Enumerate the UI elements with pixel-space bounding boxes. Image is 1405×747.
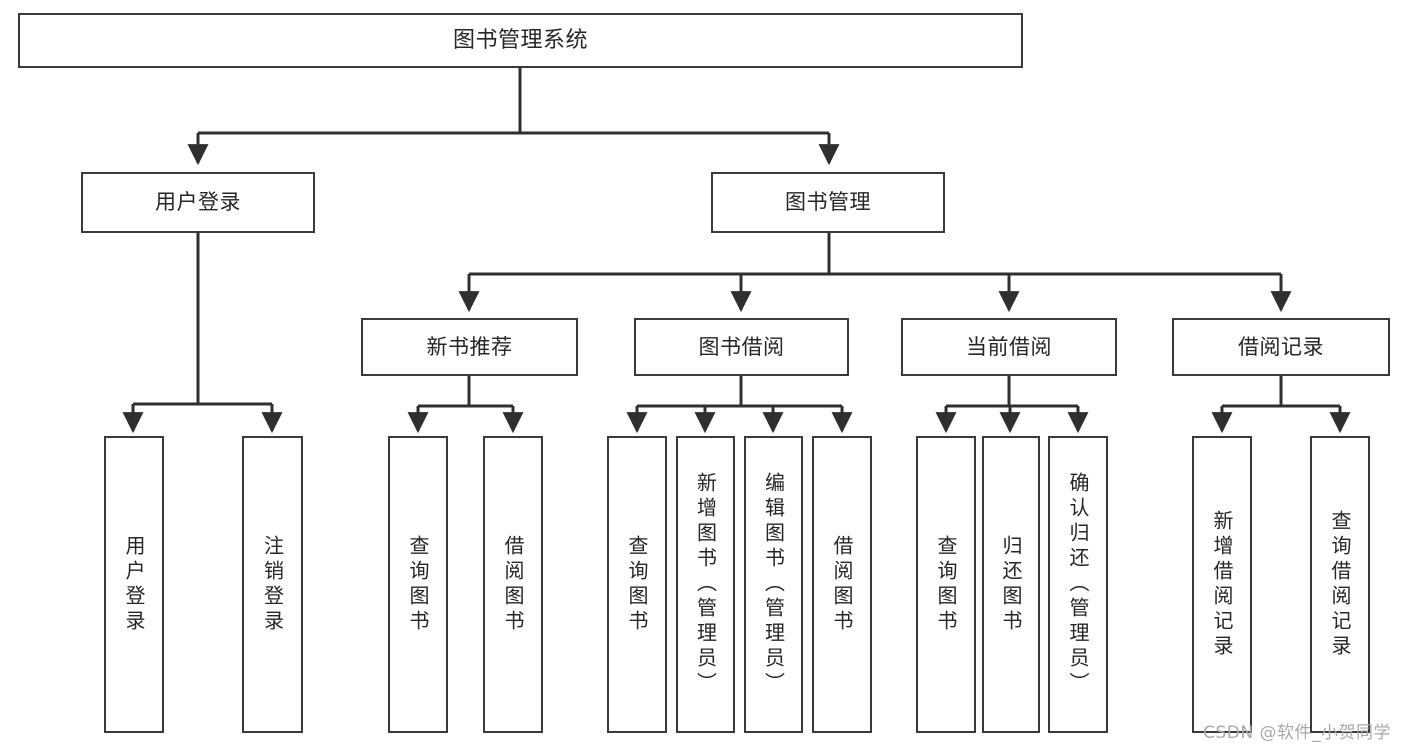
leaf-user-login-login[interactable]: 用户登录 [104, 436, 164, 733]
leaf-new-book-query-book[interactable]: 查询图书 [388, 436, 448, 733]
node-label: 查询借阅记录 [1328, 509, 1352, 660]
leaf-book-borrow-query-book[interactable]: 查询图书 [607, 436, 667, 733]
node-label: 查询图书 [625, 534, 649, 635]
node-current-borrow[interactable]: 当前借阅 [901, 318, 1117, 376]
node-label: 用户登录 [155, 190, 241, 215]
leaf-current-borrow-query-book[interactable]: 查询图书 [916, 436, 976, 733]
node-user-login[interactable]: 用户登录 [81, 172, 315, 233]
node-label: 图书管理系统 [452, 27, 588, 53]
node-label: 图书管理 [785, 190, 871, 215]
leaf-new-book-borrow-book[interactable]: 借阅图书 [483, 436, 543, 733]
node-label: 确认归还（管理员） [1066, 472, 1090, 697]
node-new-book-recommend[interactable]: 新书推荐 [361, 318, 578, 376]
node-label: 新书推荐 [426, 334, 513, 359]
node-label: 用户登录 [122, 534, 146, 635]
leaf-book-borrow-add-book-admin[interactable]: 新增图书（管理员） [676, 436, 735, 733]
node-label: 注销登录 [260, 534, 285, 635]
leaf-borrow-record-query-record[interactable]: 查询借阅记录 [1310, 436, 1370, 733]
node-label: 新增图书（管理员） [693, 472, 718, 697]
node-label: 查询图书 [934, 534, 958, 635]
node-label: 当前借阅 [966, 334, 1052, 359]
node-book-management[interactable]: 图书管理 [711, 172, 945, 233]
leaf-book-borrow-borrow-book[interactable]: 借阅图书 [812, 436, 872, 733]
leaf-book-borrow-edit-book-admin[interactable]: 编辑图书（管理员） [744, 436, 803, 733]
csdn-watermark: CSDN @软件_小贺同学 [1203, 723, 1391, 743]
leaf-borrow-record-add-record[interactable]: 新增借阅记录 [1192, 436, 1252, 733]
node-label: 查询图书 [406, 534, 430, 635]
leaf-current-borrow-confirm-return-admin[interactable]: 确认归还（管理员） [1048, 436, 1108, 733]
node-label: 借阅记录 [1238, 334, 1324, 359]
node-label: 借阅图书 [830, 534, 854, 635]
node-label: 图书借阅 [698, 334, 785, 359]
leaf-current-borrow-return-book[interactable]: 归还图书 [982, 436, 1040, 733]
node-label: 归还图书 [999, 534, 1023, 635]
node-root-library-management-system[interactable]: 图书管理系统 [18, 13, 1023, 68]
node-book-borrow[interactable]: 图书借阅 [634, 318, 849, 376]
node-label: 借阅图书 [501, 534, 525, 635]
node-borrow-record[interactable]: 借阅记录 [1172, 318, 1390, 376]
node-label: 编辑图书（管理员） [761, 472, 786, 697]
leaf-user-login-logout[interactable]: 注销登录 [242, 436, 303, 733]
node-label: 新增借阅记录 [1210, 509, 1234, 660]
